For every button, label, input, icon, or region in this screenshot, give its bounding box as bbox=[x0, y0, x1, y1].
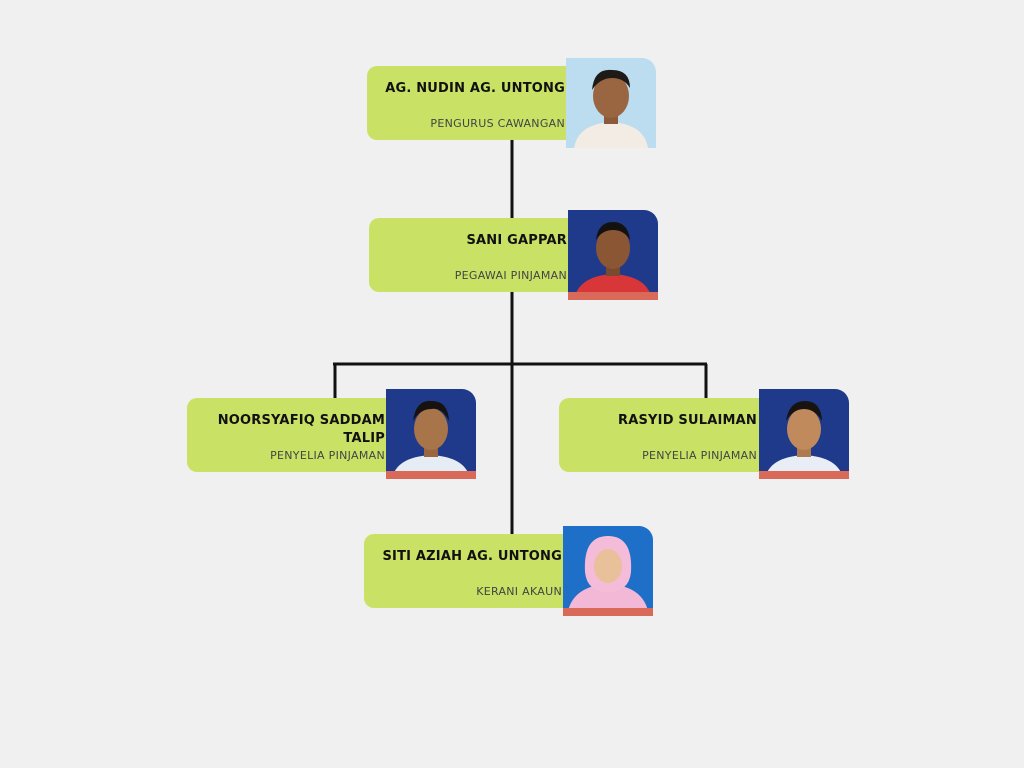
org-node-accounts-clerk: SITI AZIAH AG. UNTONG KERANI AKAUN bbox=[364, 534, 574, 608]
node-name: SANI GAPPAR bbox=[466, 233, 567, 248]
avatar-loan-officer bbox=[568, 210, 658, 300]
photo-accent-bar bbox=[759, 471, 849, 479]
avatar-manager bbox=[566, 58, 656, 148]
node-role: PEGAWAI PINJAMAN bbox=[454, 269, 567, 282]
photo-accent-bar bbox=[568, 292, 658, 300]
node-name: SITI AZIAH AG. UNTONG bbox=[382, 549, 562, 564]
node-name: NOORSYAFIQ SADDAM TALIP bbox=[217, 413, 385, 446]
org-node-supervisor-left: NOORSYAFIQ SADDAM TALIP PENYELIA PINJAMA… bbox=[187, 398, 397, 472]
org-node-manager: AG. NUDIN AG. UNTONG PENGURUS CAWANGAN bbox=[367, 66, 577, 140]
avatar-accounts-clerk bbox=[563, 526, 653, 616]
org-node-supervisor-right: RASYID SULAIMAN PENYELIA PINJAMAN bbox=[559, 398, 769, 472]
photo-accent-bar bbox=[563, 608, 653, 616]
org-node-loan-officer: SANI GAPPAR PEGAWAI PINJAMAN bbox=[369, 218, 579, 292]
node-role: PENYELIA PINJAMAN bbox=[642, 449, 757, 462]
node-name: AG. NUDIN AG. UNTONG bbox=[385, 81, 565, 96]
node-role: PENGURUS CAWANGAN bbox=[430, 117, 565, 130]
photo-accent-bar bbox=[386, 471, 476, 479]
node-name: RASYID SULAIMAN bbox=[618, 413, 757, 428]
avatar-supervisor-left bbox=[386, 389, 476, 479]
node-role: PENYELIA PINJAMAN bbox=[270, 449, 385, 462]
avatar-supervisor-right bbox=[759, 389, 849, 479]
node-role: KERANI AKAUN bbox=[476, 585, 562, 598]
